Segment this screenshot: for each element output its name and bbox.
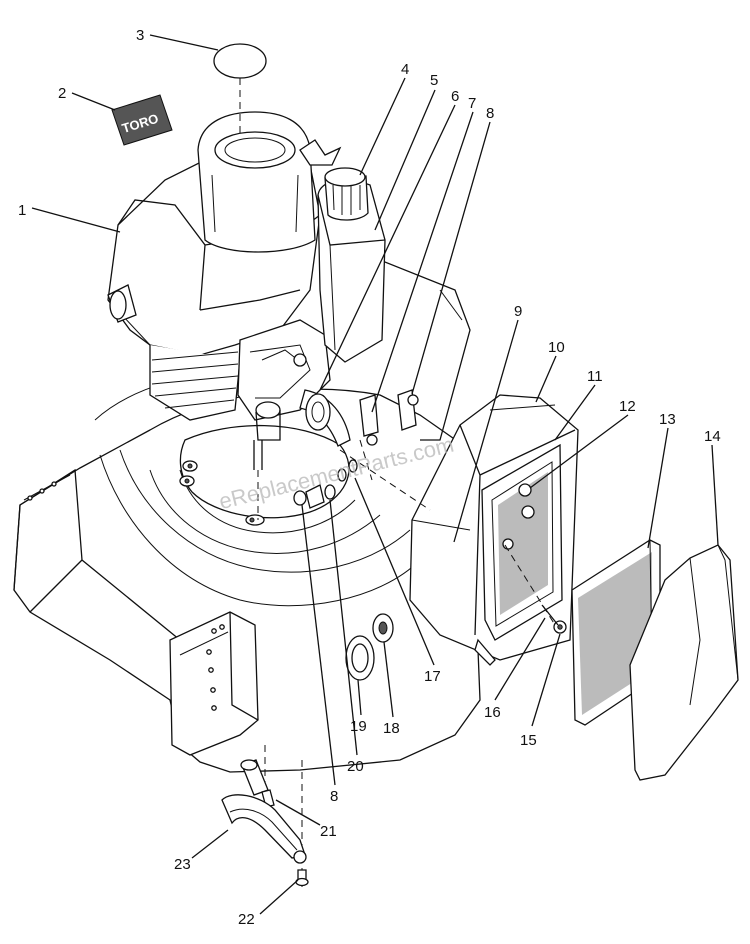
callout-14: 14: [704, 428, 721, 445]
cooling-fins: [149, 345, 241, 421]
callout-16: 16: [484, 704, 501, 721]
callout-8-bottom: 8: [330, 788, 338, 805]
callout-20: 20: [347, 758, 364, 775]
side-block-holes: [206, 624, 225, 711]
callout-5: 5: [430, 72, 438, 89]
front-lip-holes: [27, 481, 57, 501]
mower-deck: [13, 259, 481, 773]
callout-8-top: 8: [486, 105, 494, 122]
callout-17: 17: [424, 668, 441, 685]
callout-11: 11: [587, 368, 603, 385]
engine-assembly: [107, 111, 386, 520]
callout-21: 21: [320, 823, 337, 840]
callout-15: 15: [520, 732, 537, 749]
callout-12: 12: [619, 398, 636, 415]
callout-22: 22: [238, 911, 255, 928]
callout-10: 10: [548, 339, 565, 356]
leader-lines: [31, 34, 719, 915]
callout-19: 19: [350, 718, 367, 735]
logo-decal: TORO: [111, 94, 173, 146]
deck-bolts: [179, 460, 265, 526]
callout-9: 9: [514, 303, 522, 320]
oval-gasket: [213, 43, 267, 79]
bottom-hardware: [221, 745, 309, 890]
callout-2: 2: [58, 85, 66, 102]
callout-labels: 1 2 3 4 5 6 7 8 9 10 11 12 13 14 15 16 1…: [18, 27, 721, 928]
callout-4: 4: [401, 61, 409, 78]
callout-7: 7: [468, 95, 476, 112]
carb-hardware: [293, 389, 419, 509]
callout-3: 3: [136, 27, 144, 44]
air-cleaner-assembly: [339, 394, 739, 781]
callout-1: 1: [18, 202, 26, 219]
fuel-cap: [324, 167, 369, 221]
callout-18: 18: [383, 720, 400, 737]
callout-23: 23: [174, 856, 191, 873]
callout-13: 13: [659, 411, 676, 428]
callout-6: 6: [451, 88, 459, 105]
